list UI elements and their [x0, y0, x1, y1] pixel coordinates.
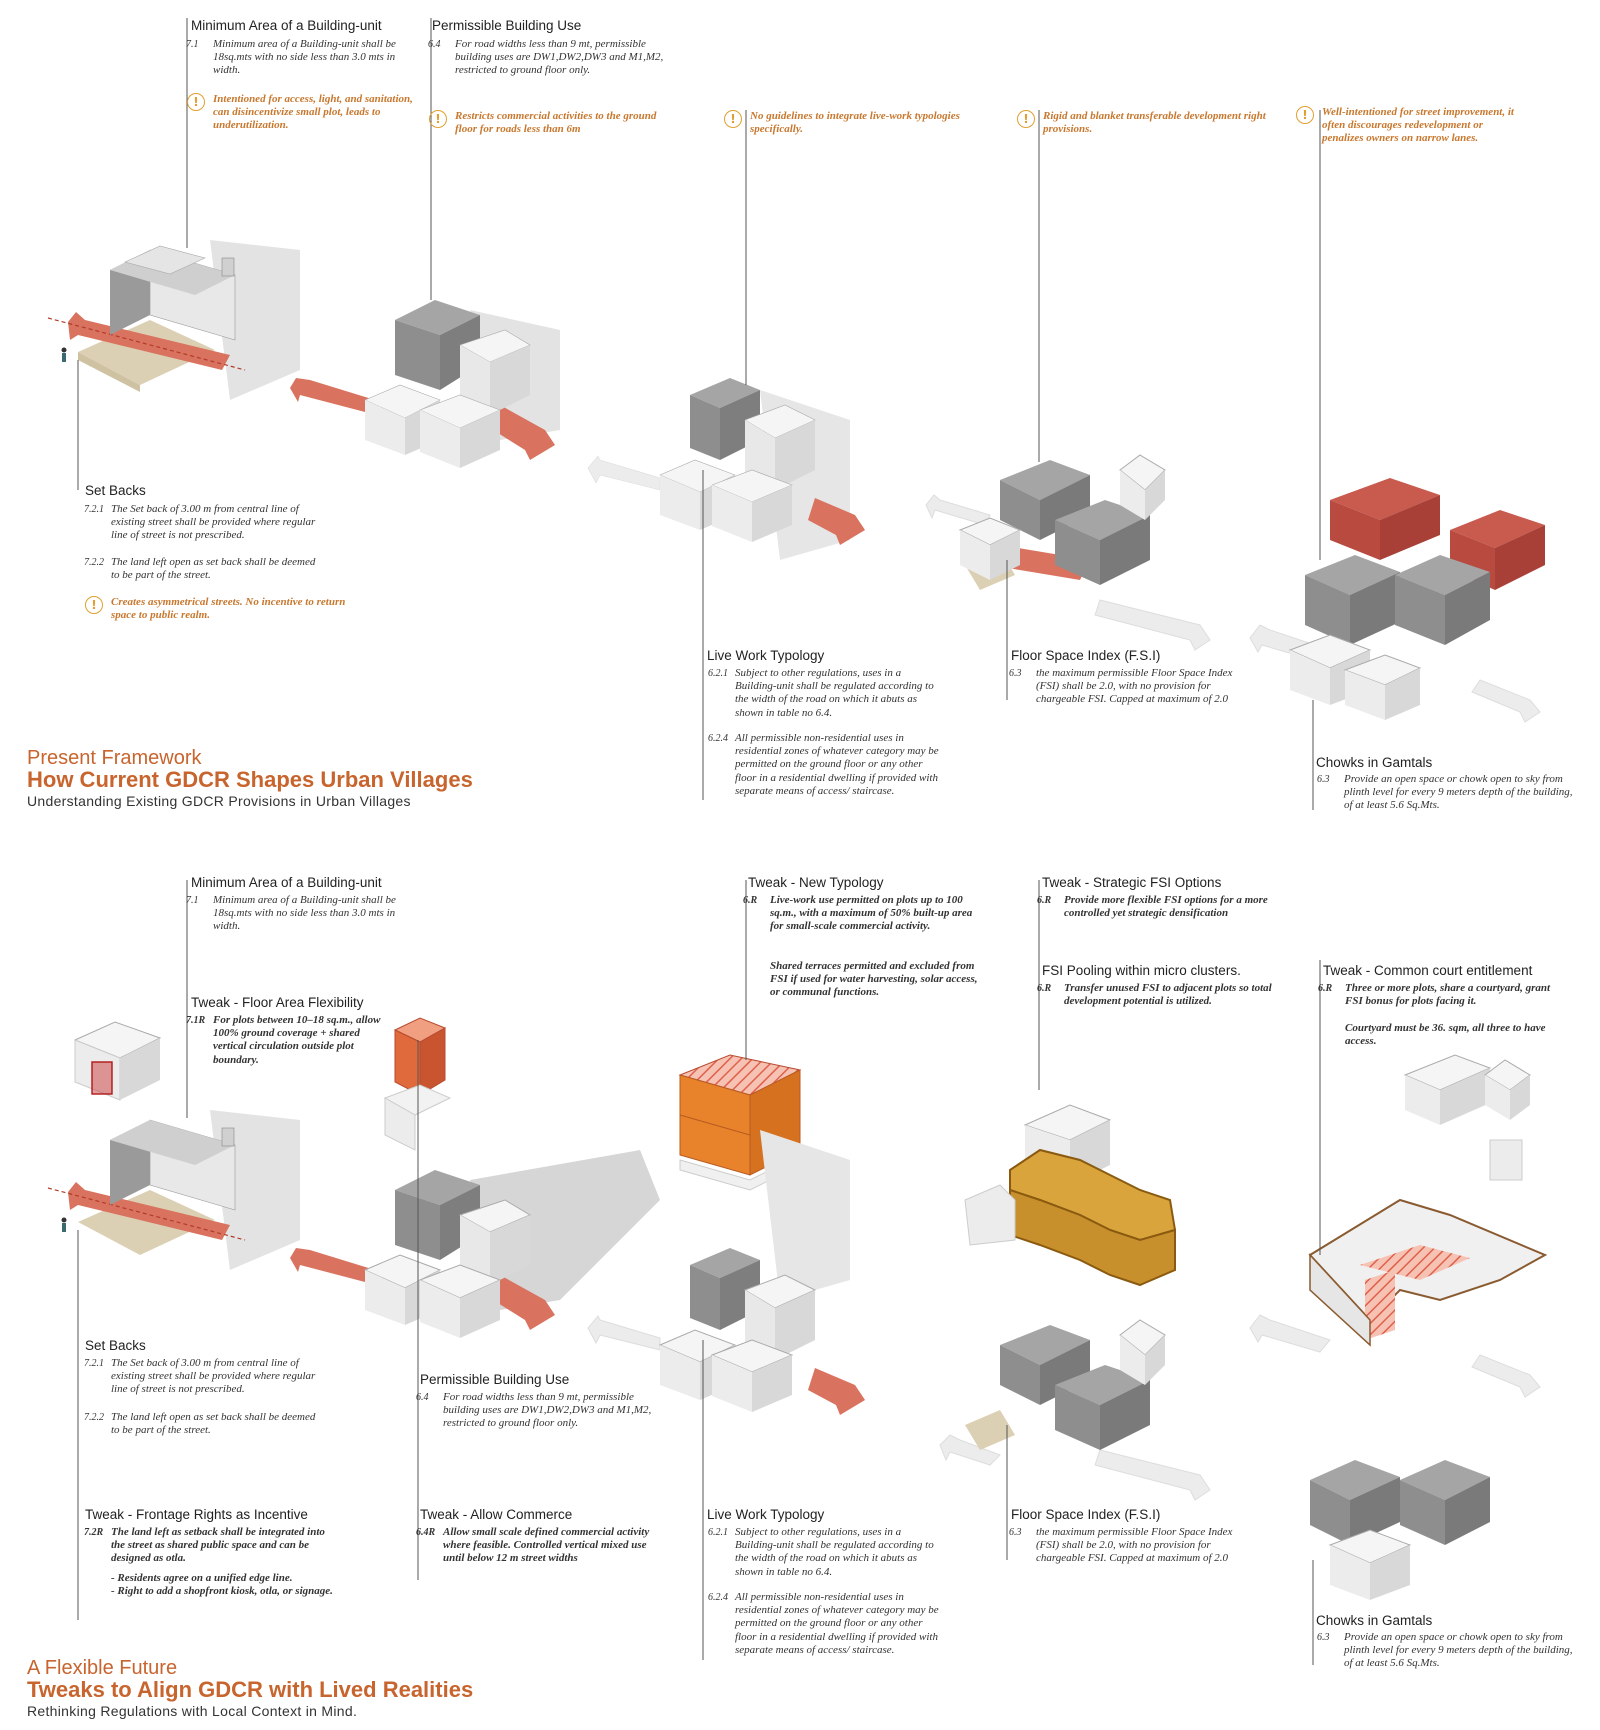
present-title-big: How Current GDCR Shapes Urban Villages: [27, 767, 473, 792]
warning-icon: !: [187, 93, 205, 111]
present-setbacks-warning: !Creates asymmetrical streets. No incent…: [85, 596, 361, 622]
setback-plot: [78, 320, 215, 385]
future-live-work-heading: Live Work Typology: [707, 1507, 825, 1522]
future-common-court-text2: Courtyard must be 36. sqm, all three to …: [1345, 1022, 1546, 1048]
future-floor-flex-heading: Tweak - Floor Area Flexibility: [191, 995, 364, 1010]
warning-icon: !: [1017, 110, 1035, 128]
warning-icon: !: [724, 110, 742, 128]
future-common-court-heading: Tweak - Common court entitlement: [1323, 963, 1533, 978]
scene-fsi: [925, 454, 1211, 651]
warning-icon: !: [429, 110, 447, 128]
future-min-area-heading: Minimum Area of a Building-unit: [191, 875, 382, 890]
present-live-work-warning: !No guidelines to integrate live-work ty…: [724, 110, 960, 136]
present-fsi-warning: !Rigid and blanket transferable developm…: [1017, 110, 1283, 136]
house-min-area: [110, 245, 236, 341]
scene-fsi-pooling: [939, 1104, 1211, 1501]
present-chowks-heading: Chowks in Gamtals: [1316, 755, 1433, 770]
future-setbacks-heading: Set Backs: [85, 1338, 146, 1353]
future-use-heading: Permissible Building Use: [420, 1372, 570, 1387]
scene-new-typology: [587, 1054, 865, 1415]
present-min-area-warning: !Intentioned for access, light, and sani…: [187, 93, 418, 132]
scene-chowks: [1249, 478, 1545, 723]
future-commerce-heading: Tweak - Allow Commerce: [420, 1507, 573, 1522]
present-use-heading: Permissible Building Use: [432, 18, 582, 33]
future-fsi-heading: Floor Space Index (F.S.I): [1011, 1507, 1161, 1522]
future-subtitle: Rethinking Regulations with Local Contex…: [27, 1703, 358, 1719]
present-subtitle: Understanding Existing GDCR Provisions i…: [27, 793, 411, 809]
future-frontage-heading: Tweak - Frontage Rights as Incentive: [85, 1507, 308, 1522]
scene-permissible-use: [290, 300, 560, 468]
present-use-warning: !Restricts commercial activities to the …: [429, 110, 665, 136]
present-min-area-heading: Minimum Area of a Building-unit: [191, 18, 382, 33]
future-fsi-pooling-heading: FSI Pooling within micro clusters.: [1042, 963, 1241, 978]
future-title-small: A Flexible Future: [27, 1657, 178, 1679]
warning-icon: !: [1296, 106, 1314, 124]
person-icon: [61, 347, 67, 362]
future-new-typology-heading: Tweak - New Typology: [748, 875, 884, 890]
present-setbacks-heading: Set Backs: [85, 483, 146, 498]
present-chowk-warning: !Well-intentioned for street improvement…: [1296, 106, 1527, 145]
warning-icon: !: [85, 596, 103, 614]
leader-lines: [77, 18, 1321, 1665]
future-strategic-fsi-heading: Tweak - Strategic FSI Options: [1042, 875, 1222, 890]
street-arrow: [68, 312, 230, 370]
future-title-big: Tweaks to Align GDCR with Lived Realitie…: [27, 1677, 474, 1702]
future-new-typology-text2: Shared terraces permitted and excluded f…: [770, 960, 978, 999]
present-title-small: Present Framework: [27, 747, 202, 769]
scene-live-work: [587, 378, 865, 560]
scene-allow-commerce: [290, 1017, 660, 1338]
scene-floor-flexibility: [47, 1021, 300, 1270]
future-chowks-heading: Chowks in Gamtals: [1316, 1613, 1433, 1628]
present-live-work-heading: Live Work Typology: [707, 648, 825, 663]
present-fsi-heading: Floor Space Index (F.S.I): [1011, 648, 1161, 663]
scene-common-court: [1249, 1054, 1548, 1600]
